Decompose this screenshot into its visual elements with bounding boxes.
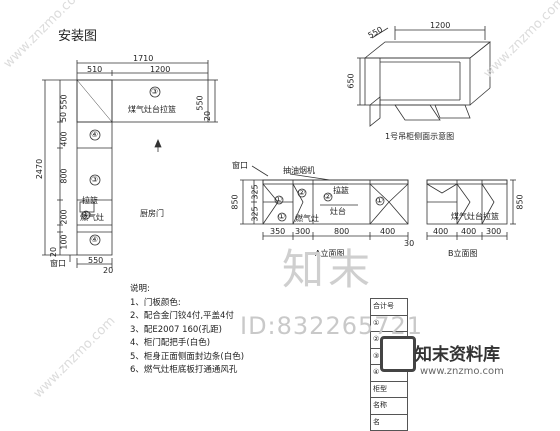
logo-icon bbox=[380, 336, 416, 372]
elev-b-dim-300: 300 bbox=[486, 228, 501, 236]
plan-marker-4: ④ bbox=[91, 236, 98, 244]
plan-marker-1: ③ bbox=[151, 88, 158, 96]
elev-b-label-shelf: 煤气灶台拉篮 bbox=[451, 213, 499, 221]
plan-dim-bottom-20: 20 bbox=[103, 267, 113, 275]
note-item: 5、柜身正面侧面封边条(白色) bbox=[130, 351, 244, 365]
legend-cell: 柜型 bbox=[370, 382, 408, 399]
elev-a-dim-850: 850 bbox=[232, 194, 240, 209]
legend-cell: 名称 bbox=[370, 398, 408, 415]
logo-url: www.znzmo.com bbox=[420, 366, 504, 377]
plan-dim-top-left: 510 bbox=[87, 66, 102, 74]
logo-text: 知末资料库 bbox=[415, 340, 500, 365]
elev-a-dim-30: 30 bbox=[404, 240, 414, 248]
iso-dim-650: 650 bbox=[348, 73, 356, 88]
plan-dim-left-400: 400 bbox=[61, 131, 69, 146]
plan-dim-left-200: 200 bbox=[61, 209, 69, 224]
note-item: 4、柜门配把手(白色) bbox=[130, 337, 244, 351]
plan-dim-top-right: 1200 bbox=[150, 66, 170, 74]
elev-a-label-hood: 抽油烟机 bbox=[283, 167, 315, 175]
plan-marker-5: ① bbox=[82, 211, 89, 219]
elev-b-dim-400a: 400 bbox=[433, 228, 448, 236]
plan-label-gasfire-side: 拉篮 bbox=[82, 197, 98, 205]
notes-block: 说明: 1、门板颜色: 2、配合金门铰4付,平盖4付 3、配E2007 160(… bbox=[130, 283, 244, 378]
plan-dim-top-total: 1710 bbox=[133, 55, 153, 63]
plan-label-gasfire-top: 煤气灶台拉篮 bbox=[128, 106, 176, 114]
elev-a-dim-350: 350 bbox=[270, 228, 285, 236]
plan-dim-left-550: 550 bbox=[61, 94, 69, 109]
plan-dim-left-100: 100 bbox=[61, 234, 69, 249]
brand-watermark: 知末 bbox=[282, 236, 374, 297]
note-item: 3、配E2007 160(孔距) bbox=[130, 324, 244, 338]
elev-a-label-shelf: 拉篮 bbox=[333, 187, 349, 195]
iso-caption: 1号吊柜侧面示意图 bbox=[385, 133, 454, 141]
plan-dim-left-total: 2470 bbox=[36, 159, 44, 179]
plan-marker-2: ④ bbox=[91, 131, 98, 139]
elev-a-dim-325: 325 bbox=[252, 184, 260, 199]
elev-a-dim-325b: 325 bbox=[252, 206, 260, 221]
elev-a-dim-400: 400 bbox=[380, 228, 395, 236]
plan-dim-left-20: 20 bbox=[50, 247, 58, 257]
elev-a-marker-2: ① bbox=[278, 213, 285, 221]
drawing-title: 安装图 bbox=[58, 30, 97, 43]
elev-a-dim-800: 800 bbox=[334, 228, 349, 236]
elev-a-label-window: 窗口 bbox=[232, 162, 248, 170]
note-item: 1、门板颜色: bbox=[130, 297, 244, 311]
elev-b-caption: B立面图 bbox=[448, 250, 478, 258]
note-item: 2、配合金门铰4付,平盖4付 bbox=[130, 310, 244, 324]
notes-heading: 说明: bbox=[130, 283, 244, 297]
plan-dim-right-550: 550 bbox=[197, 95, 205, 110]
plan-marker-3: ③ bbox=[91, 176, 98, 184]
elev-a-dim-300: 300 bbox=[295, 228, 310, 236]
iso-dim-1200: 1200 bbox=[430, 22, 450, 30]
note-item: 6、燃气灶柜底板打通通风孔 bbox=[130, 364, 244, 378]
elev-a-label-gas: 燃气灶 bbox=[295, 215, 319, 223]
elev-a-marker-4: ② bbox=[324, 193, 331, 201]
iso-view bbox=[357, 26, 490, 126]
elev-b-dim-850: 850 bbox=[517, 194, 525, 209]
elev-a-marker-5: ① bbox=[376, 197, 383, 205]
plan-left-cabinet bbox=[77, 80, 112, 255]
plan-dim-bottom-550: 550 bbox=[88, 257, 103, 265]
legend-cell: 名 bbox=[370, 415, 408, 431]
elev-a-marker-3: ② bbox=[298, 189, 305, 197]
plan-label-door: 厨房门 bbox=[140, 210, 164, 218]
plan-dim-right-20: 20 bbox=[204, 111, 212, 121]
elev-b-dim-400b: 400 bbox=[461, 228, 476, 236]
elev-a-label-range: 灶台 bbox=[330, 208, 346, 216]
plan-dim-left-800: 800 bbox=[61, 168, 69, 183]
plan-dim-left-50: 50 bbox=[60, 112, 68, 122]
plan-label-window: 窗口 bbox=[50, 260, 66, 268]
elev-a-marker-1: ① bbox=[275, 196, 282, 204]
plan-top-cabinet bbox=[77, 80, 208, 122]
